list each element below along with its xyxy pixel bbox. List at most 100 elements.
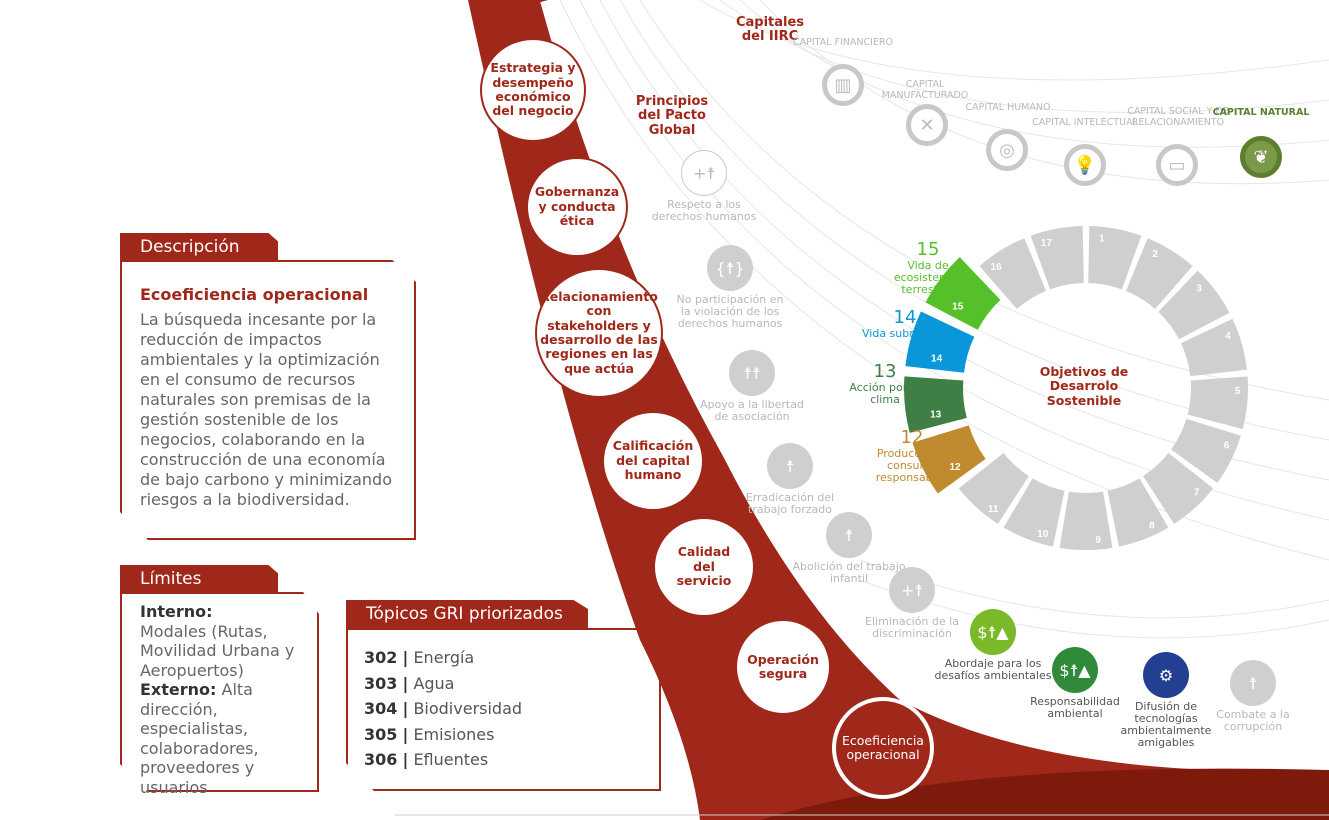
chat-icon: ▭ (1156, 144, 1198, 186)
tema-calidad: Calidad del servicio (653, 517, 755, 617)
descripcion-text: La búsqueda incesante por la reducción d… (140, 310, 392, 509)
tema-operacion: Operación segura (735, 619, 831, 715)
ods-number: 5 (1235, 386, 1241, 397)
tema-relacionamiento: Relacionamiento con stakeholders y desar… (535, 268, 663, 398)
ods-segment-17 (1030, 226, 1084, 290)
gri-item: 303 | Agua (364, 673, 455, 693)
capital-label: CAPITAL INTELECTUAL (1032, 117, 1138, 128)
lightbulb-icon: 💡 (1064, 144, 1106, 186)
person-brackets-icon: {☨} (707, 245, 753, 291)
ods-segment-5 (1187, 376, 1248, 430)
ods-segment-15 (925, 257, 1001, 330)
ods-segment-2 (1125, 238, 1193, 309)
capital-label: CAPITAL NATURAL (1212, 107, 1310, 118)
ods-number: 2 (1152, 249, 1158, 260)
pacto-label: Erradicación del trabajo forzado (745, 491, 835, 517)
capitales-title: Capitales del IIRC (735, 15, 805, 45)
descripcion-box (120, 260, 416, 540)
gri-item: 306 | Efluentes (364, 750, 489, 769)
pacto-label: Respeto a los derechos humanos (651, 198, 757, 224)
ods-segment-16 (979, 238, 1047, 309)
ods-segment-4 (1180, 318, 1247, 377)
tema-ecoeficiencia: Ecoeficiencia operacional (832, 697, 934, 799)
limites-box (120, 592, 319, 792)
tools-icon: ✕ (906, 104, 948, 146)
group-icon: ☨☨ (729, 350, 775, 396)
capital-label: CAPITAL FINANCIERO (792, 37, 894, 48)
interno-label: Interno: (140, 602, 213, 621)
chart-icon: ▥ (822, 64, 864, 106)
ods-label-number: 12 (900, 427, 924, 448)
ods-segment-14 (905, 311, 975, 373)
ods-label-text: Acción por el clima (849, 380, 921, 406)
ods-segment-9 (1059, 491, 1113, 551)
capital-label: CAPITAL HUMANO (965, 102, 1051, 113)
ods-number: 17 (1041, 238, 1053, 249)
leaf-icon: ❦ (1240, 136, 1282, 178)
ods-number: 13 (930, 410, 942, 421)
tema-estrategia: Estrategia y desempeño económico del neg… (480, 38, 586, 142)
pacto-label: Abordaje para los desafíos ambientales (934, 657, 1052, 683)
ods-segment-10 (1003, 478, 1065, 547)
ods-number: 14 (931, 354, 943, 365)
gri-item: 302 | Energía (364, 648, 475, 667)
ods-label-text: Vida submarina (862, 326, 948, 340)
limites-tab: Límites (120, 565, 278, 593)
capital-label: CAPITAL MANUFACTURADO (881, 79, 969, 101)
descripcion-title: Ecoeficiencia operacional (140, 285, 369, 304)
pacto-label: Difusión de tecnologías ambientalmente a… (1120, 700, 1212, 750)
ods-number: 6 (1224, 440, 1230, 451)
pacto-title: Principios del Pacto Global (635, 94, 709, 138)
pacto-label: No participación en la violación de los … (676, 293, 784, 331)
gears-icon: ⚙ (1143, 652, 1189, 698)
person-plus-icon: +☨ (889, 567, 935, 613)
gri-list: 302 | Energía 303 | Agua 304 | Biodivers… (364, 645, 522, 773)
ods-segment-3 (1158, 270, 1230, 340)
ods-label-number: 14 (893, 307, 917, 328)
tema-calificacion: Calificación del capital humano (602, 411, 704, 511)
ods-title: Objetivos de Desarrolo Sostenible (1039, 364, 1129, 408)
ods-label-text: Producción y consumo responsables (875, 446, 949, 484)
gri-item: 305 | Emisiones (364, 724, 495, 744)
ods-number: 10 (1037, 529, 1049, 540)
interno-text: Modales (Rutas, Movilidad Urbana y Aerop… (140, 621, 295, 680)
person-plus-icon: +☨ (681, 150, 727, 196)
descripcion-tab: Descripción (120, 233, 278, 261)
ods-number: 4 (1225, 331, 1231, 342)
ods-number: 7 (1194, 487, 1200, 498)
ods-label-number: 15 (916, 239, 940, 260)
ods-segment-13 (904, 376, 967, 433)
child-icon: ☨ (826, 512, 872, 558)
person-chain-icon: ☨ (767, 443, 813, 489)
gri-item: 304 | Biodiversidad (364, 699, 523, 718)
people-circle-icon: ◎ (986, 129, 1028, 171)
capital-label: CAPITAL SOCIAL Y DE RELACIONAMIENTO (1127, 106, 1229, 128)
ods-number: 15 (952, 302, 964, 313)
puppet-icon: ☨ (1230, 660, 1276, 706)
pacto-label: Responsabilidad ambiental (1030, 695, 1120, 721)
externo-text: Alta dirección, especialistas, colaborad… (140, 680, 259, 797)
ods-number: 9 (1095, 535, 1101, 546)
ods-label-number: 13 (873, 361, 897, 382)
limites-text: Interno: Modales (Rutas, Movilidad Urban… (140, 602, 318, 797)
ods-number: 12 (949, 462, 961, 473)
pacto-label: Eliminación de la discriminación (865, 615, 959, 641)
ods-segment-11 (958, 453, 1029, 524)
ods-number: 1 (1099, 233, 1105, 244)
balance-icon: $☨▲ (1052, 647, 1098, 693)
pacto-label: Apoyo a la libertad de asociación (700, 398, 804, 424)
ods-segment-1 (1088, 226, 1142, 290)
ods-label-text: Vida de ecosistemas terrestres (893, 258, 963, 296)
ods-number: 8 (1149, 520, 1155, 531)
ods-segment-8 (1107, 478, 1169, 547)
ods-number: 3 (1196, 283, 1202, 294)
ods-number: 16 (991, 262, 1003, 273)
pacto-label: Combate a la corrupción (1216, 708, 1290, 734)
balance-icon: $☨▲ (970, 609, 1016, 655)
tema-gobernanza: Gobernanza y conducta ética (526, 157, 628, 257)
ods-number: 11 (988, 504, 999, 515)
